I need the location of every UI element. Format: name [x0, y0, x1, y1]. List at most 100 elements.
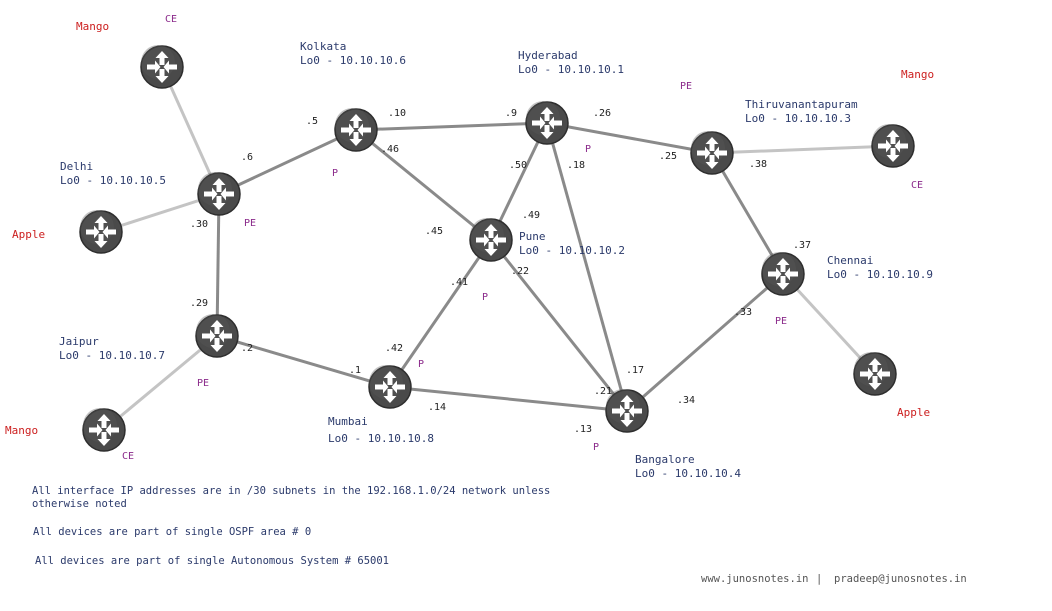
arrow-icon — [94, 234, 108, 248]
router-bangalore[interactable] — [605, 389, 649, 433]
interface-ip-label: .13 — [574, 424, 592, 435]
core-link-pune-bangalore — [489, 239, 629, 412]
arrow-icon — [620, 395, 634, 409]
arrow-icon — [155, 69, 169, 83]
core-link-delhi-jaipur — [215, 193, 221, 337]
router-thiruvananthapuram[interactable] — [690, 131, 734, 175]
interface-ip-label: .30 — [190, 219, 208, 230]
ce-router-delhi-mango[interactable] — [140, 45, 184, 89]
arrow-icon — [349, 114, 363, 128]
router-role-label: CE — [911, 180, 923, 191]
interface-ip-label: .9 — [505, 108, 517, 119]
router-role-label: P — [593, 442, 599, 453]
router-mumbai[interactable] — [368, 365, 412, 409]
arrow-icon — [768, 267, 782, 281]
core-link-jaipur-mumbai — [216, 334, 391, 389]
interface-ip-label: .29 — [190, 298, 208, 309]
customer-label: Apple — [897, 406, 930, 419]
arrow-icon — [97, 432, 111, 446]
router-loopback-label: Lo0 - 10.10.10.6 — [300, 54, 406, 67]
arrow-icon — [212, 178, 226, 192]
interface-ip-label: .49 — [522, 210, 540, 221]
core-link-bangalore-chennai — [626, 272, 784, 413]
router-loopback-label: Lo0 - 10.10.10.8 — [328, 432, 434, 445]
router-loopback-label: Lo0 - 10.10.10.4 — [635, 467, 741, 480]
interface-ip-label: .14 — [428, 402, 446, 413]
arrow-icon — [476, 233, 490, 247]
ce-router-jaipur-mango[interactable] — [82, 408, 126, 452]
customer-label: Apple — [12, 228, 45, 241]
router-hyderabad[interactable] — [525, 101, 569, 145]
router-role-label: CE — [165, 14, 177, 25]
arrow-icon — [94, 216, 108, 230]
ce-router-delhi-apple[interactable] — [79, 210, 123, 254]
arrow-icon — [357, 123, 371, 137]
arrow-icon — [484, 242, 498, 256]
customer-label: Mango — [901, 68, 934, 81]
arrow-icon — [868, 376, 882, 390]
interface-ip-label: .18 — [567, 160, 585, 171]
note-as: All devices are part of single Autonomou… — [35, 555, 390, 567]
router-kolkata[interactable] — [334, 108, 378, 152]
arrow-icon — [375, 380, 389, 394]
core-link-hyderabad-bangalore — [545, 122, 629, 412]
arrow-icon — [540, 107, 554, 121]
routers-layer — [79, 45, 915, 452]
router-loopback-label: Lo0 - 10.10.10.7 — [59, 349, 165, 362]
interface-ip-label: .6 — [241, 152, 253, 163]
arrow-icon — [212, 196, 226, 210]
ce-router-chennai-apple[interactable] — [853, 352, 897, 396]
arrow-icon — [713, 146, 727, 160]
arrow-icon — [349, 132, 363, 146]
router-name-label: Mumbai — [328, 415, 368, 428]
arrow-icon — [705, 155, 719, 169]
arrow-icon — [886, 148, 900, 162]
ce-router-thiru-mango[interactable] — [871, 124, 915, 168]
interface-ip-label: .50 — [509, 160, 527, 171]
interface-ip-label: .41 — [450, 277, 468, 288]
router-delhi[interactable] — [197, 172, 241, 216]
arrow-icon — [612, 404, 626, 418]
footer-site: www.junosnotes.in — [701, 573, 809, 585]
core-link-kolkata-pune — [355, 128, 492, 242]
router-loopback-label: Lo0 - 10.10.10.1 — [518, 63, 624, 76]
arrow-icon — [383, 371, 397, 385]
arrow-icon — [697, 146, 711, 160]
router-name-label: Pune — [519, 230, 546, 243]
arrow-icon — [147, 60, 161, 74]
core-link-kolkata-hyderabad — [355, 121, 548, 132]
router-role-label: P — [482, 292, 488, 303]
router-pune[interactable] — [469, 218, 513, 262]
arrow-icon — [492, 233, 506, 247]
router-loopback-label: Lo0 - 10.10.10.2 — [519, 244, 625, 257]
arrow-icon — [204, 187, 218, 201]
arrow-icon — [97, 414, 111, 428]
interface-ip-label: .25 — [659, 151, 677, 162]
customer-label: Mango — [5, 424, 38, 437]
interface-ip-label: .34 — [677, 395, 695, 406]
router-jaipur[interactable] — [195, 314, 239, 358]
arrow-icon — [860, 367, 874, 381]
arrow-icon — [776, 276, 790, 290]
arrow-icon — [210, 320, 224, 334]
core-link-pune-mumbai — [388, 239, 493, 388]
interface-ip-label: .22 — [511, 266, 529, 277]
arrow-icon — [86, 225, 100, 239]
router-name-label: Hyderabad — [518, 49, 578, 62]
router-role-label: PE — [197, 378, 209, 389]
router-role-label: P — [332, 168, 338, 179]
router-name-label: Thiruvanantapuram — [745, 98, 858, 111]
interface-ip-label: .46 — [381, 144, 399, 155]
router-chennai[interactable] — [761, 252, 805, 296]
note-ospf: All devices are part of single OSPF area… — [33, 526, 312, 538]
router-loopback-label: Lo0 - 10.10.10.9 — [827, 268, 933, 281]
router-role-label: PE — [244, 218, 256, 229]
router-loopback-label: Lo0 - 10.10.10.5 — [60, 174, 166, 187]
arrow-icon — [391, 380, 405, 394]
core-link-hyderabad-thiruvananthapuram — [546, 121, 713, 155]
arrow-icon — [155, 51, 169, 65]
access-link-chennai-chennai-apple — [781, 272, 877, 376]
interface-ip-label: .10 — [388, 108, 406, 119]
footer-email: pradeep@junosnotes.in — [834, 573, 967, 585]
